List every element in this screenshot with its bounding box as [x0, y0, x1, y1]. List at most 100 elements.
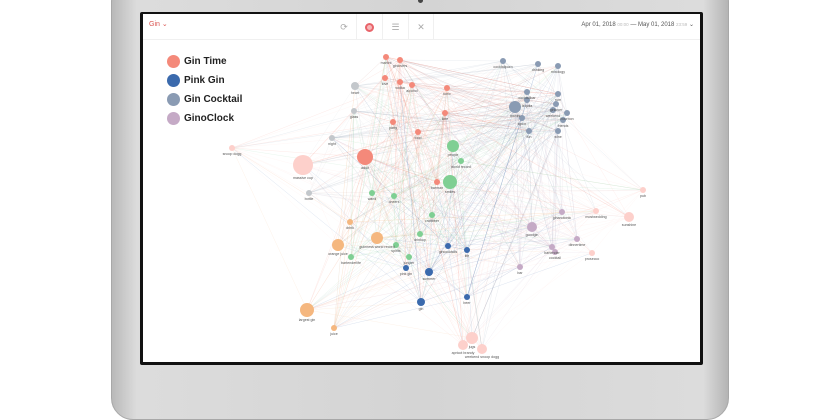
- node-circle[interactable]: [535, 61, 541, 67]
- graph-edge: [349, 117, 523, 223]
- graph-edge: [349, 59, 401, 223]
- graph-edge: [526, 99, 563, 213]
- graph-edge: [354, 85, 597, 212]
- node-circle[interactable]: [640, 187, 646, 193]
- node-circle[interactable]: [527, 222, 537, 232]
- node-circle[interactable]: [403, 265, 409, 271]
- node-circle[interactable]: [417, 231, 423, 237]
- node-circle[interactable]: [574, 236, 580, 242]
- node-circle[interactable]: [293, 155, 313, 175]
- node-circle[interactable]: [351, 82, 359, 90]
- node-circle[interactable]: [382, 75, 388, 81]
- node-circle[interactable]: [519, 115, 525, 121]
- tools-icon[interactable]: ✕: [408, 14, 434, 40]
- node-circle[interactable]: [390, 119, 396, 125]
- node-circle[interactable]: [229, 145, 235, 151]
- node-circle[interactable]: [500, 58, 506, 64]
- node-circle[interactable]: [526, 128, 532, 134]
- node-circle[interactable]: [393, 242, 399, 248]
- node-circle[interactable]: [406, 254, 412, 260]
- graph-edge: [446, 87, 464, 346]
- node-circle[interactable]: [429, 212, 435, 218]
- legend-item-ginoclock[interactable]: GinoClock: [167, 109, 242, 128]
- node-circle[interactable]: [300, 303, 314, 317]
- node-circle[interactable]: [397, 79, 403, 85]
- node-circle[interactable]: [371, 232, 383, 244]
- graph-edge: [436, 87, 448, 183]
- node-circle[interactable]: [477, 344, 487, 354]
- node-circle[interactable]: [443, 175, 457, 189]
- legend-swatch: [167, 55, 180, 68]
- node-circle[interactable]: [329, 135, 335, 141]
- node-circle[interactable]: [464, 294, 470, 300]
- graph-edge: [302, 164, 468, 298]
- graph-edge: [557, 65, 568, 114]
- graph-edge: [392, 121, 533, 228]
- node-circle[interactable]: [552, 249, 558, 255]
- legend-item-gin-time[interactable]: Gin Time: [167, 52, 242, 71]
- target-icon[interactable]: [356, 14, 382, 40]
- node-circle[interactable]: [347, 219, 353, 225]
- graph-edge: [364, 156, 438, 183]
- refresh-icon[interactable]: ⟳: [340, 21, 348, 32]
- node-circle[interactable]: [447, 140, 459, 152]
- graph-edge: [466, 106, 516, 251]
- graph-edge: [395, 103, 557, 246]
- node-circle[interactable]: [517, 264, 523, 270]
- node-circle[interactable]: [509, 101, 521, 113]
- network-graph[interactable]: martiniginloverslovevodkaalcoholtonicpar…: [143, 14, 700, 362]
- graph-edge: [333, 93, 559, 329]
- legend-item-pink-gin[interactable]: Pink Gin: [167, 71, 242, 90]
- node-circle[interactable]: [348, 254, 354, 260]
- node-circle[interactable]: [560, 117, 566, 123]
- node-circle[interactable]: [397, 57, 403, 63]
- app-selector[interactable]: Gin ⌄: [149, 21, 168, 28]
- graph-edge: [462, 246, 553, 346]
- node-circle[interactable]: [553, 101, 559, 107]
- node-circle[interactable]: [589, 250, 595, 256]
- node-circle[interactable]: [550, 107, 556, 113]
- node-label: wine: [554, 135, 561, 139]
- node-circle[interactable]: [593, 208, 599, 214]
- node-circle[interactable]: [524, 97, 530, 103]
- date-range-picker[interactable]: Apr 01, 2018 00:00 — May 01, 2018 23:59 …: [581, 22, 694, 28]
- node-circle[interactable]: [434, 179, 440, 185]
- legend-item-gin-cocktail[interactable]: Gin Cocktail: [167, 90, 242, 109]
- node-circle[interactable]: [464, 247, 470, 253]
- node-circle[interactable]: [458, 158, 464, 164]
- node-circle[interactable]: [391, 193, 397, 199]
- node-circle[interactable]: [555, 91, 561, 97]
- node-circle[interactable]: [444, 85, 450, 91]
- node-circle[interactable]: [409, 82, 415, 88]
- node-circle[interactable]: [524, 89, 530, 95]
- node-circle[interactable]: [445, 243, 451, 249]
- node-circle[interactable]: [415, 129, 421, 135]
- graph-edge: [306, 81, 401, 311]
- node-circle[interactable]: [559, 209, 565, 215]
- node-circle[interactable]: [555, 128, 561, 134]
- node-circle[interactable]: [549, 244, 555, 250]
- node-circle[interactable]: [425, 268, 433, 276]
- node-circle[interactable]: [466, 332, 478, 344]
- node-label: party: [389, 126, 397, 130]
- graph-edge: [531, 93, 559, 228]
- graph-edge: [447, 93, 559, 247]
- node-label: bottle: [305, 197, 314, 201]
- node-circle[interactable]: [442, 110, 448, 116]
- node-circle[interactable]: [564, 110, 570, 116]
- node-circle[interactable]: [458, 340, 468, 350]
- node-circle[interactable]: [357, 149, 373, 165]
- node-circle[interactable]: [417, 298, 425, 306]
- graph-edge: [428, 181, 451, 273]
- node-circle[interactable]: [555, 63, 561, 69]
- graph-edge: [364, 156, 451, 183]
- node-circle[interactable]: [331, 325, 337, 331]
- graph-edge: [392, 121, 553, 248]
- node-circle[interactable]: [383, 54, 389, 60]
- node-circle[interactable]: [306, 190, 312, 196]
- node-circle[interactable]: [624, 212, 634, 222]
- node-circle[interactable]: [332, 239, 344, 251]
- node-circle[interactable]: [351, 108, 357, 114]
- node-circle[interactable]: [369, 190, 375, 196]
- list-icon[interactable]: ☰: [382, 14, 408, 40]
